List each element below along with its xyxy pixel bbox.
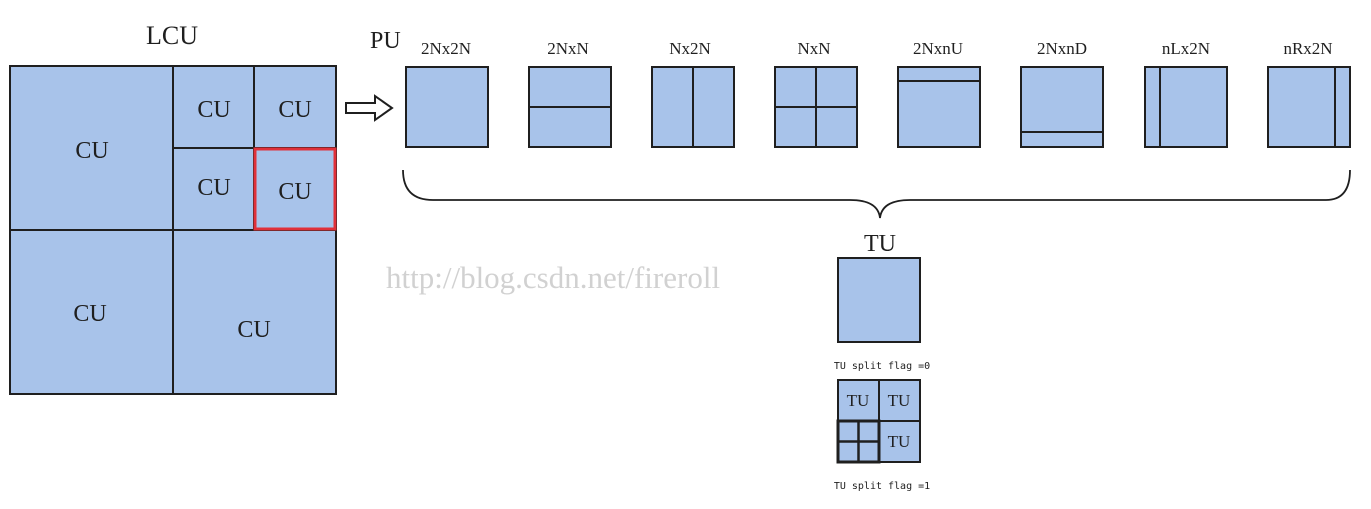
pu-nRx2N-block — [1267, 66, 1351, 148]
tu-label: TU — [888, 432, 911, 451]
pu-partition-label: 2NxnU — [913, 39, 963, 58]
cu-label: CU — [278, 97, 311, 123]
lcu-group: LCU CU CU CU CU CU CU CU — [9, 21, 337, 395]
cu-label: CU — [75, 138, 108, 164]
tu-label: TU — [847, 391, 870, 410]
pu-partition-label: 2NxnD — [1037, 39, 1087, 58]
cu-label: CU — [197, 97, 230, 123]
cu-label: CU — [197, 175, 230, 201]
pu-NxN-block — [774, 66, 858, 148]
tu-split-block — [836, 379, 921, 464]
pu-title: PU — [370, 28, 401, 54]
watermark: http://blog.csdn.net/fireroll — [386, 260, 720, 295]
pu-partition-label: 2NxN — [547, 39, 589, 58]
highlighted-cu — [253, 147, 337, 231]
pu-group: PU 2Nx2N 2NxN Nx2N NxN 2NxnU 2NxnD nLx2N… — [370, 28, 1351, 148]
tu-split-flag-1-label: TU split flag =1 — [834, 481, 930, 492]
pu-2NxnD-block — [1020, 66, 1104, 148]
pu-partition-label: Nx2N — [669, 39, 711, 58]
pu-Nx2N-block — [651, 66, 735, 148]
pu-partition-label: 2Nx2N — [421, 39, 471, 58]
pu-2NxN-block — [528, 66, 612, 148]
pu-2NxnU-block — [897, 66, 981, 148]
pu-partition-label: NxN — [797, 39, 830, 58]
tu-title: TU — [864, 231, 896, 257]
pu-partition-label: nRx2N — [1283, 39, 1332, 58]
right-arrow-icon — [345, 94, 394, 122]
cu-label: CU — [73, 301, 106, 327]
cu-label: CU — [278, 179, 311, 205]
tu-unsplit-block — [837, 257, 921, 343]
pu-2Nx2N-block — [405, 66, 489, 148]
lcu-title: LCU — [146, 21, 198, 50]
curly-brace — [402, 169, 1351, 219]
tu-split-flag-0-label: TU split flag =0 — [834, 361, 930, 372]
cu-label: CU — [237, 317, 270, 343]
pu-nLx2N-block — [1144, 66, 1228, 148]
pu-partition-label: nLx2N — [1162, 39, 1210, 58]
tu-group: TU TU split flag =0 TU TU TU TU split fl… — [834, 231, 930, 492]
tu-label: TU — [888, 391, 911, 410]
